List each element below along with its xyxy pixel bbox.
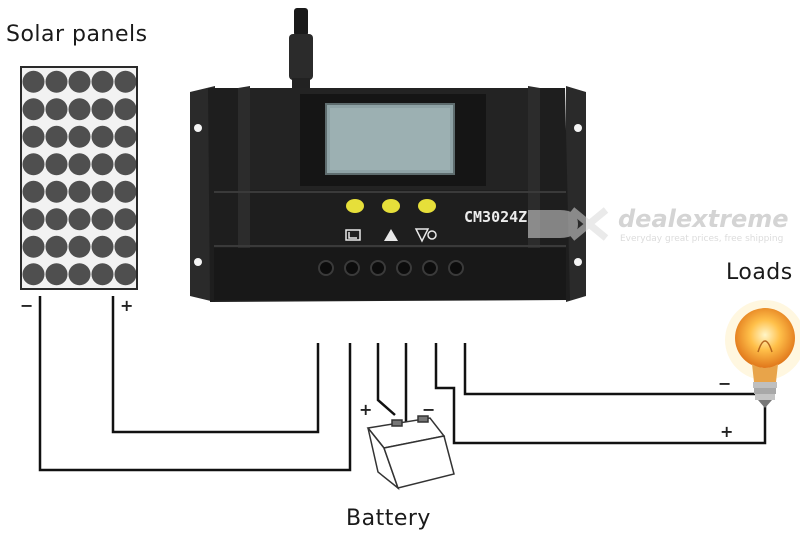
loads-label: Loads [726,260,793,285]
control-buttons [346,199,436,213]
charge-controller [190,86,586,302]
panel-positive-sign: + [120,296,134,315]
model-number: CM3024Z [464,208,528,226]
watermark-tagline: Everyday great prices, free shipping [620,234,784,244]
panel-negative-sign: − [20,296,34,315]
solar-panel [20,66,138,290]
load-positive-sign: + [720,422,734,441]
button-symbols [345,228,437,243]
solar-panels-label: Solar panels [6,22,148,47]
load-negative-sign: − [718,374,732,393]
wiring [38,296,767,472]
battery [366,415,455,491]
light-bulb [725,300,800,408]
controller-cable [289,8,313,88]
battery-label: Battery [346,506,431,531]
watermark-logo [528,207,609,241]
battery-negative-sign: − [422,400,436,419]
terminal-block [318,260,464,276]
watermark-brand: dealextreme [618,205,789,233]
battery-positive-sign: + [359,400,373,419]
